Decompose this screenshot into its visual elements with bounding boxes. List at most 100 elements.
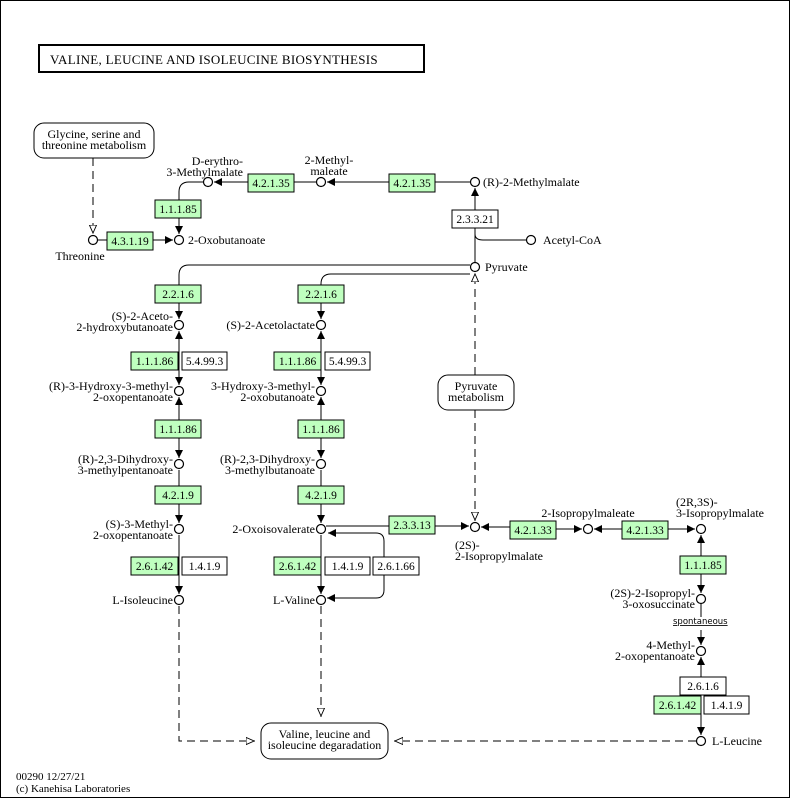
compound-l-leucine[interactable]: L-Leucine: [695, 734, 762, 748]
enzyme-label: 4.2.1.33: [626, 525, 664, 537]
compound-label: 2-Oxoisovalerate: [232, 522, 315, 536]
compound-label: (R)-3-Hydroxy-3-methyl-: [49, 379, 173, 393]
compound-node[interactable]: [315, 594, 327, 606]
enzyme-box-4-2-1-33[interactable]: 4.2.1.33: [621, 520, 669, 540]
compound-label: 2-Methyl-: [305, 153, 354, 167]
compound-node[interactable]: [173, 319, 185, 331]
enzyme-label: 2.6.1.42: [659, 700, 697, 712]
compound-label: D-erythro-: [192, 154, 243, 168]
compound-l-valine[interactable]: L-Valine: [273, 593, 327, 607]
enzyme-box-1-1-1-86[interactable]: 1.1.1.86: [130, 351, 179, 371]
enzyme-box-4-2-1-35[interactable]: 4.2.1.35: [388, 173, 436, 193]
enzyme-box-1-4-1-9[interactable]: 1.4.1.9: [181, 556, 228, 576]
compound-r-3-hydroxy-3-methyl-2-oxopentanoate[interactable]: (R)-3-Hydroxy-3-methyl-2-oxopentanoate: [49, 379, 185, 404]
enzyme-box-2-2-1-6[interactable]: 2.2.1.6: [297, 284, 345, 304]
compound-2-oxobutanoate[interactable]: 2-Oxobutanoate: [173, 233, 266, 247]
enzyme-box-2-3-3-21[interactable]: 2.3.3.21: [451, 209, 499, 229]
enzyme-box-2-6-1-42[interactable]: 2.6.1.42: [130, 556, 179, 576]
compound-node[interactable]: [315, 523, 327, 535]
compound-l-isoleucine[interactable]: L-Isoleucine: [112, 593, 185, 607]
compound-node[interactable]: [469, 176, 481, 188]
compound-node[interactable]: [469, 261, 481, 273]
compound-2s-2-isopropylmalate[interactable]: (2S)-2-Isopropylmalate: [455, 521, 543, 564]
enzyme-box-2-6-1-42[interactable]: 2.6.1.42: [653, 695, 702, 715]
compound-node[interactable]: [695, 645, 707, 657]
enzyme-box-4-2-1-33[interactable]: 4.2.1.33: [509, 520, 557, 540]
enzyme-label: 1.4.1.9: [189, 561, 221, 573]
compound-node[interactable]: [315, 319, 327, 331]
compound-node[interactable]: [173, 234, 185, 246]
compound-node[interactable]: [202, 176, 214, 188]
compound-acetyl-coa[interactable]: Acetyl-CoA: [525, 233, 602, 247]
compound-2s-2-isopropyl-3-oxosuccinate[interactable]: (2S)-2-Isopropyl-3-oxosuccinate: [610, 586, 707, 611]
compound-label: Pyruvate: [485, 260, 528, 274]
enzyme-label: 2.6.1.6: [687, 681, 719, 693]
compound-node[interactable]: [469, 521, 481, 533]
compound-label: maleate: [310, 164, 347, 178]
enzyme-box-5-4-99-3[interactable]: 5.4.99.3: [181, 351, 228, 371]
compound-4-methyl-2-oxopentanoate[interactable]: 4-Methyl-2-oxopentanoate: [615, 638, 707, 663]
compound-node[interactable]: [315, 176, 327, 188]
enzyme-box-2-6-1-6[interactable]: 2.6.1.6: [679, 676, 727, 696]
compound-node[interactable]: [582, 523, 594, 535]
enzyme-box-1-1-1-86[interactable]: 1.1.1.86: [273, 351, 322, 371]
compound-3-hydroxy-3-methyl-2-oxobutanoate[interactable]: 3-Hydroxy-3-methyl-2-oxobutanoate: [211, 379, 327, 404]
enzyme-box-1-1-1-86[interactable]: 1.1.1.86: [297, 419, 345, 439]
map-label: threonine metabolism: [42, 138, 147, 152]
compound-node[interactable]: [173, 458, 185, 470]
compound-2-oxoisovalerate[interactable]: 2-Oxoisovalerate: [232, 522, 327, 536]
compound-label: 3-methylbutanoate: [225, 463, 315, 477]
enzyme-box-5-4-99-3[interactable]: 5.4.99.3: [324, 351, 371, 371]
compound-label: 2-oxobutanoate: [240, 390, 315, 404]
compound-pyruvate[interactable]: Pyruvate: [469, 260, 528, 274]
enzyme-box-4-2-1-9[interactable]: 4.2.1.9: [154, 485, 202, 505]
compound-s-2-aceto-2-hydroxybutanoate[interactable]: (S)-2-Aceto-2-hydroxybutanoate: [76, 309, 185, 334]
enzyme-label: 5.4.99.3: [329, 356, 367, 368]
compound-label: 2-Isopropylmalate: [455, 549, 543, 563]
compound-node[interactable]: [87, 234, 99, 246]
compound-2r-3s-3-isopropylmalate[interactable]: (2R,3S)-3-Isopropylmalate: [676, 495, 764, 535]
enzyme-box-4-2-1-35[interactable]: 4.2.1.35: [247, 173, 295, 193]
compound-node[interactable]: [695, 735, 707, 747]
enzyme-box-2-2-1-6[interactable]: 2.2.1.6: [154, 284, 202, 304]
compound-threonine[interactable]: Threonine: [55, 234, 105, 264]
copyright: (c) Kanehisa Laboratories: [16, 783, 130, 795]
compound-node[interactable]: [173, 523, 185, 535]
enzyme-box-1-1-1-85[interactable]: 1.1.1.85: [679, 555, 727, 575]
enzyme-box-1-1-1-86[interactable]: 1.1.1.86: [154, 419, 202, 439]
enzyme-box-2-6-1-42[interactable]: 2.6.1.42: [273, 556, 322, 576]
compound-d-erythro-3-methylmalate[interactable]: D-erythro-3-Methylmalate: [166, 154, 243, 188]
enzyme-box-2-6-1-66[interactable]: 2.6.1.66: [372, 556, 420, 576]
compound-label: 2-oxopentanoate: [615, 649, 695, 663]
compound-r-2-3-dihydroxy-3-methylpentanoate[interactable]: (R)-2,3-Dihydroxy-3-methylpentanoate: [78, 452, 185, 477]
compound-node[interactable]: [315, 385, 327, 397]
compound-label: (S)-3-Methyl-: [106, 517, 173, 531]
compound-node[interactable]: [695, 523, 707, 535]
enzyme-box-2-3-3-13[interactable]: 2.3.3.13: [388, 515, 436, 535]
enzyme-label: 2.3.3.13: [393, 520, 431, 532]
enzyme-box-4-2-1-9[interactable]: 4.2.1.9: [297, 485, 345, 505]
compound-r-2-methylmalate[interactable]: (R)-2-Methylmalate: [469, 175, 580, 189]
compound-s-3-methyl-2-oxopentanoate[interactable]: (S)-3-Methyl-2-oxopentanoate: [93, 517, 185, 542]
compound-node[interactable]: [525, 234, 537, 246]
map-label: metabolism: [448, 390, 505, 404]
compound-node[interactable]: [173, 594, 185, 606]
compound-label: Threonine: [55, 249, 104, 263]
enzyme-box-1-1-1-85[interactable]: 1.1.1.85: [154, 199, 202, 219]
compound-r-2-3-dihydroxy-3-methylbutanoate[interactable]: (R)-2,3-Dihydroxy-3-methylbutanoate: [220, 452, 327, 477]
compound-2-methyl-maleate[interactable]: 2-Methyl-maleate: [305, 153, 354, 188]
compound-s-2-acetolactate[interactable]: (S)-2-Acetolactate: [226, 318, 327, 332]
compound-2-isopropylmaleate[interactable]: 2-Isopropylmaleate: [541, 506, 635, 535]
enzyme-box-4-3-1-19[interactable]: 4.3.1.19: [106, 231, 154, 251]
enzyme-box-1-4-1-9[interactable]: 1.4.1.9: [324, 556, 371, 576]
compound-label: 3-Methylmalate: [166, 165, 243, 179]
compound-label: 2-Oxobutanoate: [188, 233, 265, 247]
enzyme-label: 2.2.1.6: [162, 289, 194, 301]
compound-node[interactable]: [173, 385, 185, 397]
enzyme-box-1-4-1-9[interactable]: 1.4.1.9: [703, 695, 750, 715]
compound-node[interactable]: [315, 458, 327, 470]
compound-node[interactable]: [695, 593, 707, 605]
